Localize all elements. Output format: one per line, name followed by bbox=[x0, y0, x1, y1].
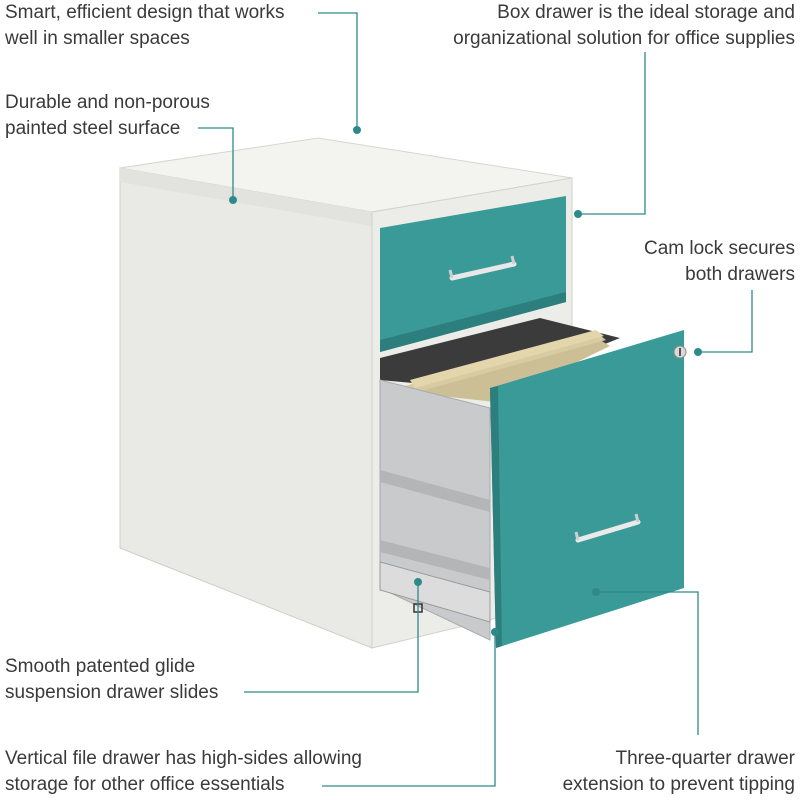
callout-line: Cam lock secures bbox=[644, 238, 795, 259]
callout-durable-surface: Durable and non-porous painted steel sur… bbox=[5, 90, 210, 142]
callout-box-drawer: Box drawer is the ideal storage and orga… bbox=[453, 0, 795, 52]
callout-line: organizational solution for office suppl… bbox=[453, 28, 795, 49]
callout-line: suspension drawer slides bbox=[5, 682, 219, 703]
callout-line: Smart, efficient design that works bbox=[5, 2, 285, 23]
file-drawer-front bbox=[490, 330, 684, 648]
callout-line: Smooth patented glide bbox=[5, 656, 196, 677]
callout-three-quarter-extension: Three-quarter drawer extension to preven… bbox=[563, 746, 795, 798]
box-drawer-shade bbox=[380, 292, 566, 352]
cam-lock-icon bbox=[673, 345, 687, 359]
box-drawer-handle bbox=[449, 261, 517, 281]
file-drawer-handle bbox=[575, 519, 641, 543]
cabinet-side-panel bbox=[119, 167, 373, 649]
callout-line: Durable and non-porous bbox=[5, 92, 210, 113]
callout-line: extension to prevent tipping bbox=[562, 774, 795, 795]
cabinet-top-edge bbox=[120, 168, 372, 226]
callout-cam-lock: Cam lock secures both drawers bbox=[644, 236, 795, 288]
callout-glide-slides: Smooth patented glide suspension drawer … bbox=[5, 654, 218, 706]
callout-line: well in smaller spaces bbox=[5, 28, 190, 49]
hanging-files bbox=[405, 330, 610, 402]
leader-lines bbox=[198, 12, 753, 787]
callout-line: Three-quarter drawer bbox=[615, 748, 795, 769]
callout-line: Box drawer is the ideal storage and bbox=[497, 2, 795, 23]
callout-line: painted steel surface bbox=[5, 118, 181, 139]
callout-vertical-file-drawer: Vertical file drawer has high-sides allo… bbox=[5, 746, 362, 798]
leader-dots bbox=[229, 126, 702, 636]
drawer-glide-slide bbox=[379, 561, 491, 623]
callout-line: Vertical file drawer has high-sides allo… bbox=[5, 748, 362, 769]
callout-line: storage for other office essentials bbox=[5, 774, 285, 795]
callout-line: both drawers bbox=[685, 264, 795, 285]
callout-smart-design: Smart, efficient design that works well … bbox=[5, 0, 285, 52]
